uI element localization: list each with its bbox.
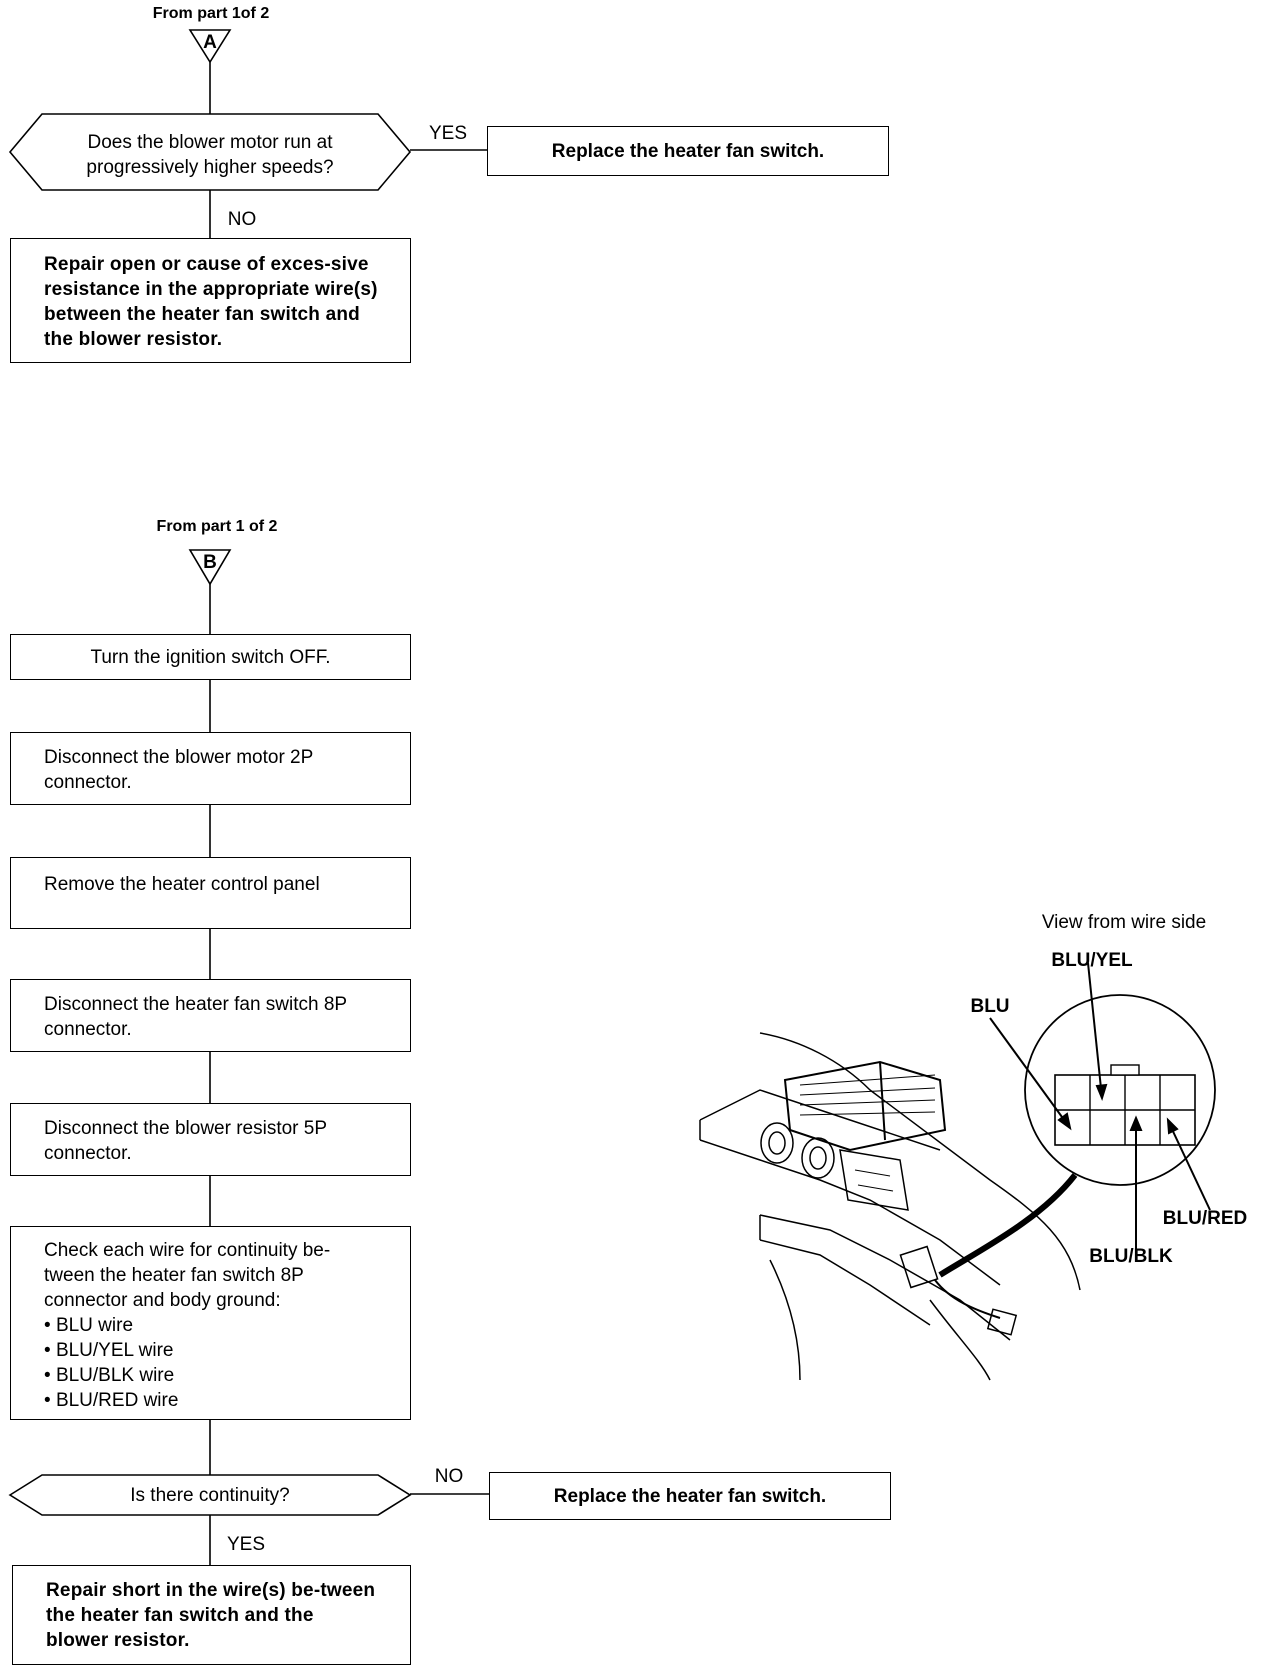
- step-disconnect-blower-2p-text: Disconnect the blower motor 2P connector…: [44, 747, 313, 793]
- wire-label-blu-red: BLU/RED: [1163, 1208, 1247, 1229]
- step-disconnect-resistor-5p: Disconnect the blower resistor 5P connec…: [10, 1103, 411, 1176]
- from-part-a-label: From part 1of 2: [153, 5, 270, 22]
- wire-list-item: BLU/RED wire: [44, 1388, 380, 1413]
- wire-list-item: BLU/BLK wire: [44, 1363, 380, 1388]
- action-replace-fan-switch-b: Replace the heater fan switch.: [489, 1472, 891, 1520]
- wire-label-blu-yel: BLU/YEL: [1051, 950, 1133, 971]
- step-disconnect-resistor-5p-text: Disconnect the blower resistor 5P connec…: [44, 1118, 327, 1164]
- decision-a-line1: Does the blower motor run at: [87, 132, 333, 153]
- wire-label-blu: BLU: [970, 996, 1009, 1017]
- step-ignition-off: Turn the ignition switch OFF.: [10, 634, 411, 680]
- connector-view: [989, 962, 1216, 1250]
- decision-continuity: Is there continuity?: [8, 1474, 412, 1516]
- step-ignition-off-text: Turn the ignition switch OFF.: [90, 646, 331, 668]
- action-repair-open: Repair open or cause of exces-sive resis…: [10, 238, 411, 363]
- from-part-b-label: From part 1 of 2: [157, 518, 278, 535]
- flow-lines-b: [209, 584, 489, 1565]
- step-remove-control-panel: Remove the heater control panel: [10, 857, 411, 929]
- action-repair-open-text: Repair open or cause of exces-sive resis…: [44, 254, 378, 350]
- connector-b: B: [188, 549, 232, 586]
- action-repair-short: Repair short in the wire(s) be-tween the…: [12, 1565, 411, 1665]
- decision-a-line2: progressively higher speeds?: [86, 157, 333, 178]
- step-disconnect-fan-switch-8p: Disconnect the heater fan switch 8P conn…: [10, 979, 411, 1052]
- decision-blower-speeds: Does the blower motor run at progressive…: [8, 113, 412, 191]
- wire-list-item: BLU/YEL wire: [44, 1338, 380, 1363]
- dashboard-illustration: [699, 1032, 1081, 1381]
- step-remove-control-panel-text: Remove the heater control panel: [44, 874, 320, 895]
- action-replace-fan-switch-b-text: Replace the heater fan switch.: [553, 1485, 827, 1507]
- no-label-a: NO: [228, 209, 257, 230]
- action-replace-fan-switch-a: Replace the heater fan switch.: [487, 126, 889, 176]
- connector-a: A: [188, 29, 232, 64]
- wire-list-item: BLU wire: [44, 1313, 380, 1338]
- step-check-continuity: Check each wire for continuity be-tween …: [10, 1226, 411, 1420]
- wire-label-blu-blk: BLU/BLK: [1089, 1246, 1173, 1267]
- connector-a-letter: A: [203, 32, 217, 53]
- step-disconnect-blower-2p: Disconnect the blower motor 2P connector…: [10, 732, 411, 805]
- wire-pointer-arrows: [989, 962, 1211, 1250]
- action-repair-short-text: Repair short in the wire(s) be-tween the…: [46, 1580, 376, 1651]
- yes-label-a: YES: [429, 123, 467, 144]
- connector-b-letter: B: [203, 552, 217, 573]
- no-label-b: NO: [435, 1466, 464, 1487]
- step-disconnect-fan-switch-8p-text: Disconnect the heater fan switch 8P conn…: [44, 994, 347, 1040]
- check-continuity-intro: Check each wire for continuity be-tween …: [44, 1240, 331, 1311]
- action-replace-fan-switch-a-text: Replace the heater fan switch.: [551, 140, 825, 162]
- yes-label-b: YES: [227, 1534, 265, 1555]
- decision-b-text: Is there continuity?: [130, 1485, 289, 1506]
- connector-view-caption: View from wire side: [1042, 912, 1206, 933]
- wire-list: BLU wire BLU/YEL wire BLU/BLK wire BLU/R…: [44, 1313, 380, 1413]
